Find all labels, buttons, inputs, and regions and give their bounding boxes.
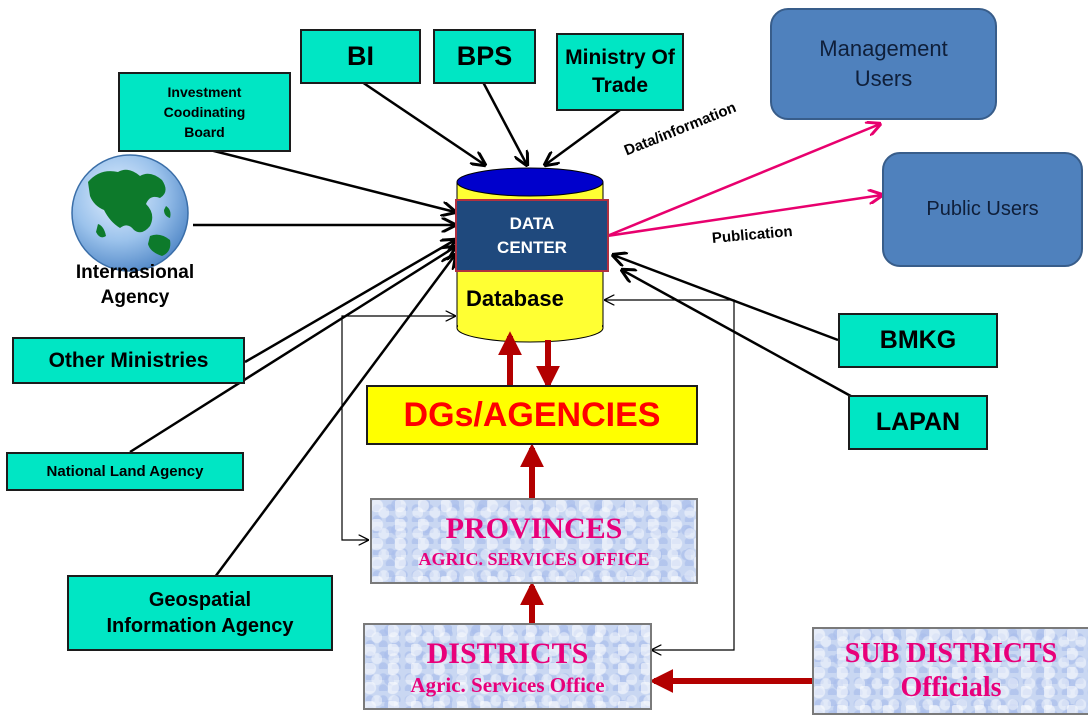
outbound-arrows bbox=[606, 124, 882, 238]
database-label: Database bbox=[466, 286, 564, 311]
feedback-lines bbox=[341, 300, 735, 650]
data-center-box[interactable]: DATA CENTER bbox=[455, 199, 609, 272]
bmkg-label: BMKG bbox=[879, 326, 957, 354]
international-agency-label: Internasional Agency bbox=[75, 262, 195, 308]
management-users-label: Management Users bbox=[819, 36, 948, 91]
public-users-box[interactable]: Public Users bbox=[882, 152, 1083, 267]
bps-box[interactable]: BPS bbox=[433, 29, 536, 84]
lapan-box[interactable]: LAPAN bbox=[848, 395, 988, 450]
inbound-arrows bbox=[129, 80, 859, 578]
provinces-subtitle: AGRIC. SERVICES OFFICE bbox=[418, 549, 650, 569]
bi-box[interactable]: BI bbox=[300, 29, 421, 84]
geospatial-agency-box[interactable]: Geospatial Information Agency bbox=[67, 575, 333, 651]
investment-board-label: Investment Coodinating Board bbox=[163, 84, 246, 140]
bi-label: BI bbox=[347, 41, 374, 71]
provinces-title: PROVINCES bbox=[445, 512, 623, 545]
public-users-label: Public Users bbox=[926, 198, 1039, 220]
ministry-of-trade-label: Ministry Of Trade bbox=[565, 46, 675, 97]
bps-label: BPS bbox=[456, 41, 513, 71]
districts-title: DISTRICTS bbox=[426, 636, 589, 670]
other-ministries-label: Other Ministries bbox=[48, 348, 209, 372]
districts-subtitle: Agric. Services Office bbox=[410, 672, 605, 697]
hierarchy-arrows bbox=[498, 331, 812, 693]
sub-districts-title: SUB DISTRICTS bbox=[844, 638, 1058, 669]
geospatial-agency-label: Geospatial Information Agency bbox=[106, 589, 294, 637]
data-center-label: DATA CENTER bbox=[497, 213, 567, 257]
lapan-label: LAPAN bbox=[875, 408, 961, 436]
districts-box[interactable]: DISTRICTS Agric. Services Office bbox=[363, 623, 652, 710]
national-land-agency-box[interactable]: National Land Agency bbox=[6, 452, 244, 491]
bmkg-box[interactable]: BMKG bbox=[838, 313, 998, 368]
management-users-box[interactable]: Management Users bbox=[770, 8, 997, 120]
provinces-box[interactable]: PROVINCES AGRIC. SERVICES OFFICE bbox=[370, 498, 698, 584]
sub-districts-box[interactable]: SUB DISTRICTS Officials bbox=[812, 627, 1088, 715]
ministry-of-trade-box[interactable]: Ministry Of Trade bbox=[556, 33, 684, 111]
other-ministries-box[interactable]: Other Ministries bbox=[12, 337, 245, 384]
national-land-agency-label: National Land Agency bbox=[46, 463, 204, 480]
sub-districts-subtitle: Officials bbox=[900, 672, 1002, 703]
dgs-agencies-label: DGs/AGENCIES bbox=[403, 395, 661, 434]
investment-board-box[interactable]: Investment Coodinating Board bbox=[118, 72, 291, 152]
globe-icon bbox=[71, 154, 189, 272]
dgs-agencies-box[interactable]: DGs/AGENCIES bbox=[366, 385, 698, 445]
